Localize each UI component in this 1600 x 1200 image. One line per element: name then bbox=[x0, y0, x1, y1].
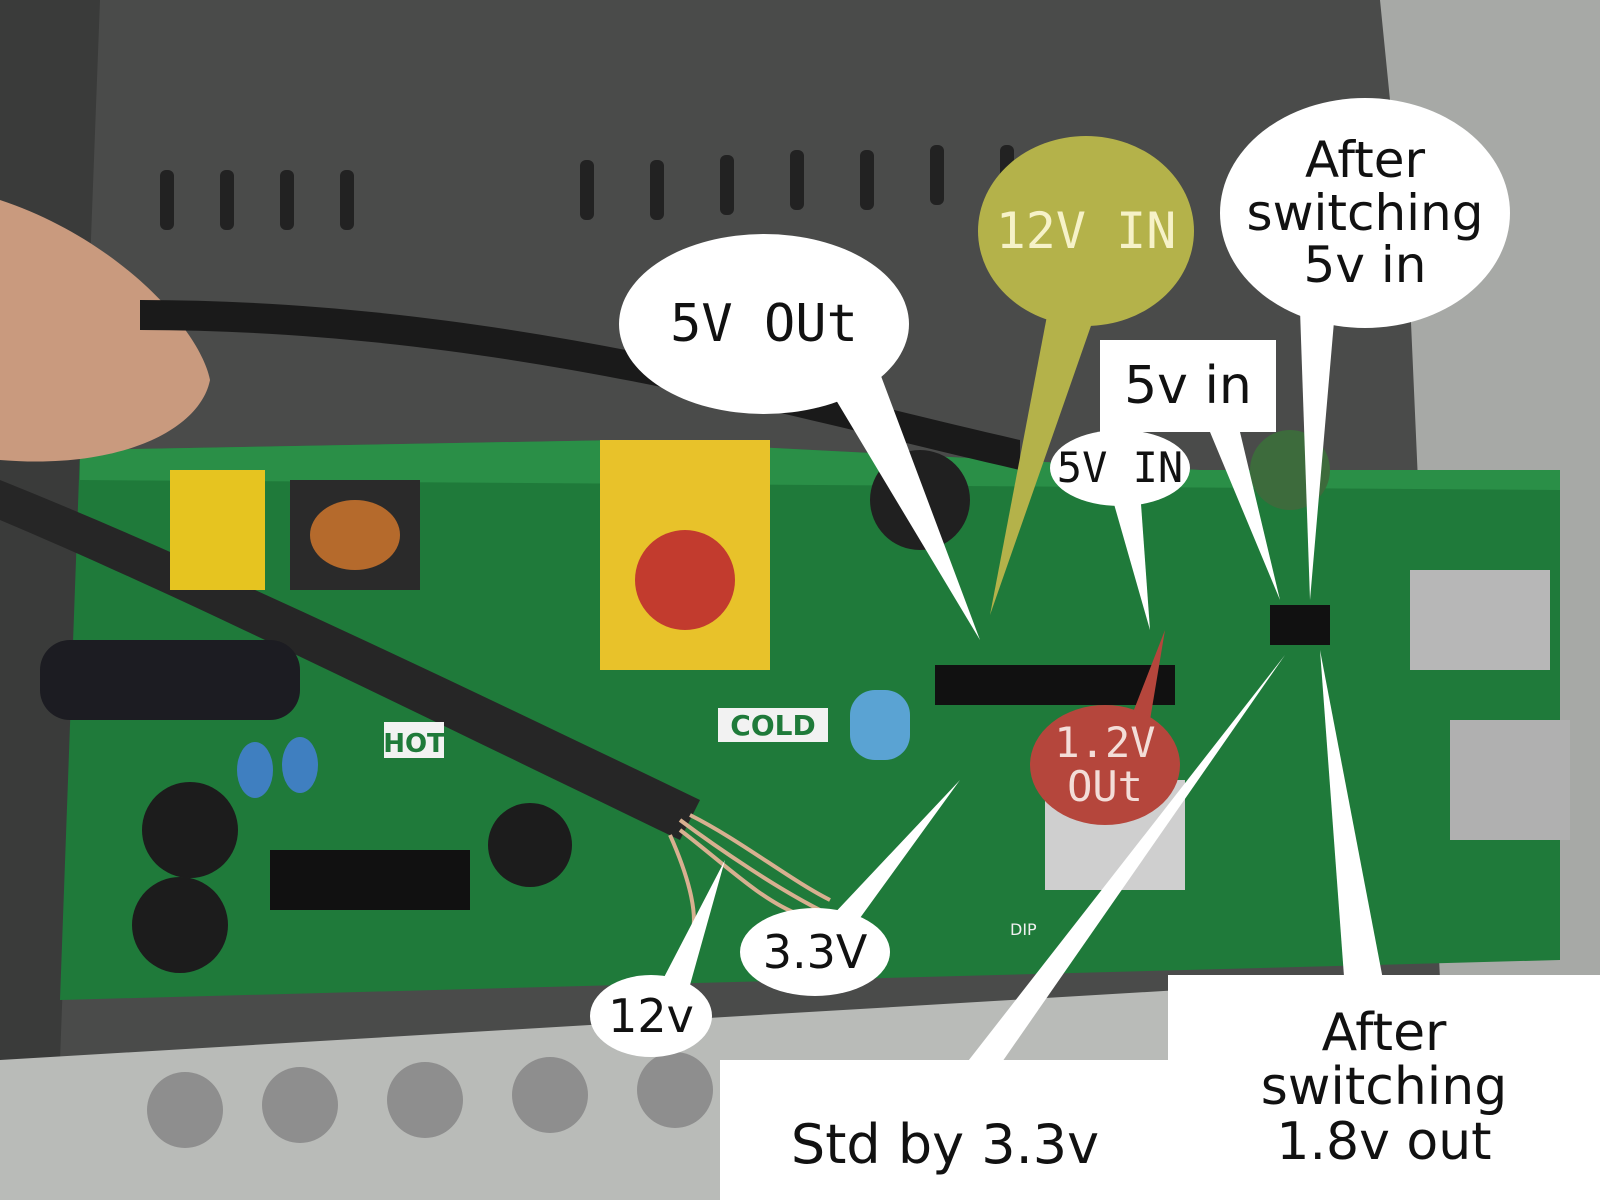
callout-12v-in: 12V IN bbox=[978, 136, 1194, 326]
callout-5v-out-text: 5V OUt bbox=[670, 293, 858, 354]
usb-port bbox=[1410, 570, 1550, 670]
tail-5v-in-caps bbox=[1110, 490, 1150, 630]
callout-5v-out: 5V OUt bbox=[619, 234, 909, 414]
callout-5v-in-caps-text: 5V IN bbox=[1056, 442, 1184, 492]
black-cable-top bbox=[140, 300, 1020, 470]
rca-jacks bbox=[147, 1052, 713, 1148]
callout-12v-in-text: 12V IN bbox=[995, 201, 1177, 260]
av-jack bbox=[1450, 720, 1570, 840]
callout-12v-text: 12v bbox=[608, 988, 694, 1043]
callout-after-switching-1-8v-out: After switching 1.8v out bbox=[1168, 975, 1600, 1200]
tail-3-3v bbox=[830, 780, 960, 918]
callout-3-3v-text: 3.3V bbox=[762, 924, 868, 979]
callout-tails bbox=[660, 300, 1385, 1065]
callout-5v-in-caps: 5V IN bbox=[1050, 430, 1190, 506]
copper-coil bbox=[310, 500, 400, 570]
tail-after-switching-5v bbox=[1300, 310, 1335, 600]
red-sticker bbox=[635, 530, 735, 630]
cap-1 bbox=[142, 782, 238, 878]
tail-after-switching-1-8v bbox=[1320, 650, 1385, 990]
callout-5v-in-small-text: 5v in bbox=[1124, 355, 1252, 416]
tail-std-by bbox=[965, 655, 1285, 1065]
callout-after-switching-1-8v-out-text: After switching 1.8v out bbox=[1260, 1002, 1508, 1172]
bulk-capacitors bbox=[40, 640, 300, 720]
callout-1-2v-out-text: 1.2V OUt bbox=[1054, 717, 1156, 811]
tail-5v-out bbox=[830, 360, 980, 640]
callout-5v-in-small: 5v in bbox=[1100, 340, 1276, 432]
hot-marking-bg bbox=[384, 722, 444, 758]
cap-2 bbox=[132, 877, 228, 973]
callout-std-by-3-3v-text: Std by 3.3v bbox=[790, 1112, 1100, 1176]
cold-marking-bg bbox=[718, 708, 828, 742]
hot-marking: HOT bbox=[383, 729, 445, 759]
callout-std-by-3-3v: Std by 3.3v bbox=[720, 1060, 1170, 1200]
callout-after-switching-5v-in: After switching 5v in bbox=[1220, 98, 1510, 328]
lvds-connector bbox=[935, 665, 1175, 705]
callout-after-switching-5v-in-text: After switching 5v in bbox=[1246, 131, 1484, 295]
cap-3 bbox=[488, 803, 572, 887]
callout-3-3v: 3.3V bbox=[740, 908, 890, 996]
callout-12v: 12v bbox=[590, 975, 712, 1057]
cold-marking: COLD bbox=[730, 709, 815, 742]
dip-marking: DIP bbox=[1010, 920, 1037, 939]
dip-ic bbox=[270, 850, 470, 910]
rp-capacitor bbox=[850, 690, 910, 760]
x-capacitor bbox=[170, 470, 265, 590]
hand bbox=[0, 200, 210, 462]
regulator-ic bbox=[1270, 605, 1330, 645]
callout-1-2v-out: 1.2V OUt bbox=[1030, 705, 1180, 825]
pcb-edge-highlight bbox=[80, 440, 1560, 490]
tail-12v-in bbox=[990, 300, 1100, 615]
tail-1-2v-out bbox=[1130, 630, 1165, 720]
tail-12v bbox=[660, 860, 725, 985]
tail-5v-in-small bbox=[1210, 432, 1280, 600]
